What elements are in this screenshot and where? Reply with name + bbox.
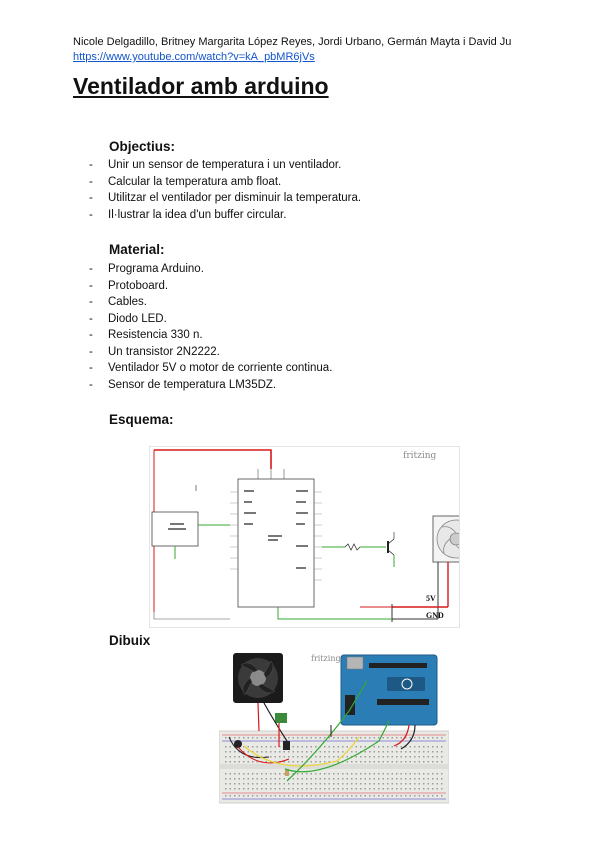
list-item: -Resistencia 330 n. xyxy=(89,329,203,341)
objectius-list: -Unir un sensor de temperatura i un vent… xyxy=(89,157,361,223)
list-item: -Il·lustrar la idea d'un buffer circular… xyxy=(89,208,287,221)
label-gnd: GND xyxy=(426,611,444,620)
list-item: -Utilitzar el ventilador per disminuir l… xyxy=(89,192,362,204)
list-item: -Cables. xyxy=(89,296,147,308)
material-heading: Material: xyxy=(109,242,165,257)
list-item: -Diodo LED. xyxy=(89,312,167,325)
list-item: -Programa Arduino. xyxy=(89,263,204,275)
list-item: -Protoboard. xyxy=(89,279,169,292)
list-item: -Unir un sensor de temperatura i un vent… xyxy=(89,159,342,171)
material-list: -Programa Arduino. -Protoboard. -Cables.… xyxy=(89,261,332,393)
breadboard-drawing: fritzing xyxy=(219,651,449,804)
esquema-heading: Esquema: xyxy=(109,412,174,427)
objectius-heading: Objectius: xyxy=(109,139,176,154)
label-5v: 5V xyxy=(426,594,436,603)
authors-line: Nicole Delgadillo, Britney Margarita Lóp… xyxy=(73,36,512,48)
dibuix-heading: Dibuix xyxy=(109,633,151,648)
fritzing-watermark: fritzing xyxy=(311,654,341,663)
list-item: -Sensor de temperatura LM35DZ. xyxy=(89,378,277,391)
fritzing-watermark: fritzing xyxy=(403,451,437,461)
list-item: -Un transistor 2N2222. xyxy=(89,345,220,358)
schematic-diagram: fritzing 5V GND xyxy=(149,446,460,628)
page-title: Ventilador amb arduino xyxy=(73,73,329,99)
youtube-link[interactable]: https://www.youtube.com/watch?v=kA_pbMR6… xyxy=(73,51,315,63)
list-item: -Ventilador 5V o motor de corriente cont… xyxy=(89,362,333,374)
list-item: -Calcular la temperatura amb float. xyxy=(89,175,282,188)
